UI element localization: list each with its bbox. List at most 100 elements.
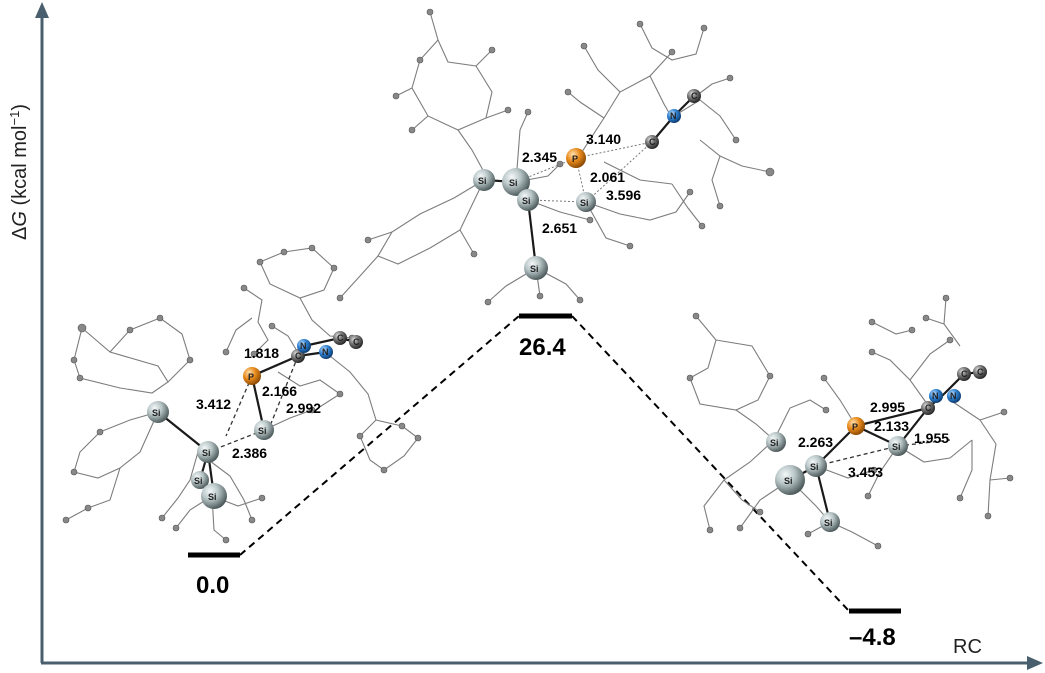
ts-si-atom [576,192,596,212]
reactant-n-label: N [300,341,307,351]
product-si-label: Si [810,462,819,472]
reactant-n-label: N [322,347,329,357]
reactant-si-label: Si [194,476,203,486]
ts-atoms: Si Si Si Si Si P C N C [473,89,701,280]
reactant-wireframe [65,247,419,541]
product-c-label: C [961,369,968,379]
ts-n-atom [667,109,681,123]
reactant-n-atom [297,339,311,353]
ts-si-label: Si [522,196,531,206]
ts-si-label: Si [580,198,589,208]
ts-p-label: P [572,154,578,164]
y-axis-label: ΔG (kcal mol−1) [7,104,31,240]
reactant-si-label: Si [208,492,217,502]
product-n-label: N [932,391,939,401]
ts-distance-label: 3.140 [586,131,621,147]
reactant-si-atom [191,471,209,489]
product-distance-label: 2.263 [798,434,833,450]
ts-si-label: Si [530,264,539,274]
product-structure: Si Si Si Si Si P C N N C C 2.995 2.133 2… [686,294,1014,550]
product-n-atom [929,389,943,403]
reactant-si-atom [147,401,169,423]
product-si-atom [820,512,840,532]
ts-si-atom [473,169,495,191]
product-c-label: C [925,403,932,413]
x-axis-arrowhead [1027,656,1043,670]
ts-si-label: Si [509,178,518,188]
product-si-label: Si [892,442,901,452]
energy-levels: 0.0 26.4 –4.8 [188,313,901,651]
axes: ΔG (kcal mol−1) RC [7,2,1043,670]
reactant-si-atom [201,483,227,509]
product-si-atom [805,455,827,477]
product-c-label: C [977,367,984,377]
connector-ts-product [571,315,850,612]
reactant-si-atom [197,441,219,463]
reactant-n-atom [319,345,333,359]
ts-dot-c-si [585,141,653,203]
product-si-label: Si [784,476,793,486]
product-si-atom [888,436,908,456]
product-bond-p-c [855,406,929,428]
reactant-c-label: C [337,333,344,343]
ts-n-label: N [670,111,677,121]
product-distance-label: 1.955 [914,430,949,446]
product-distance-label: 2.995 [870,399,905,415]
reactant-si-label: Si [258,426,267,436]
ts-h-nodes [336,8,775,306]
energy-label-ts: 26.4 [519,334,566,361]
connector-reactant-ts [239,315,520,556]
reactant-si-label: Si [152,408,161,418]
reactant-c-atom [333,331,347,345]
reactant-atoms: Si Si Si Si Si P C N N C C [147,331,363,509]
ts-c-label: C [649,137,656,147]
reactant-si-atom [254,420,274,440]
reactant-p-label: P [248,372,254,382]
reactant-distance-label: 2.992 [286,400,321,416]
product-dash-si-si [815,445,899,467]
ts-c-atom [645,135,659,149]
reactant-c-label: C [295,351,302,361]
ts-si-label: Si [478,176,487,186]
product-si-label: Si [824,518,833,528]
reactant-distance-label: 2.386 [232,445,267,461]
reactant-c-label: C [353,337,360,347]
reactant-distance-label: 2.166 [262,383,297,399]
product-n-label: N [950,391,957,401]
ts-p-atom [566,148,586,168]
product-c-atom [973,365,987,379]
ts-c-atom [687,89,701,103]
reactant-c-atom [349,335,363,349]
reactant-dash-c-si [269,355,299,427]
x-axis-label: RC [953,636,982,658]
reactant-dash-p-si [225,375,253,437]
ts-dot-p-c [575,141,653,159]
product-si-atom [766,432,786,452]
y-axis-arrowhead [35,2,49,18]
ts-si-atom [517,189,539,211]
product-c-atom [957,367,971,381]
energy-label-product: –4.8 [849,624,896,651]
product-distance-label: 2.133 [874,418,909,434]
product-si-atom [775,465,805,495]
product-n-atom [947,389,961,403]
reactant-si-label: Si [202,448,211,458]
reactant-distance-label: 1.818 [244,345,279,361]
reactant-distance-label: 3.412 [196,396,231,412]
ts-c-label: C [691,91,698,101]
reactant-bond-n-c-ring [303,336,357,348]
product-p-atom [847,417,865,435]
product-atoms: Si Si Si Si Si P C N N C C [766,365,987,532]
product-h-nodes [686,294,1014,550]
product-distance-label: 3.453 [848,464,883,480]
product-si-label: Si [770,438,779,448]
product-p-label: P [852,422,858,432]
ts-si-atom [502,168,530,196]
ts-si-atom [524,256,548,280]
energy-label-reactant: 0.0 [196,572,229,599]
ts-distance-label: 2.651 [542,220,577,236]
ts-distance-label: 2.345 [522,149,557,165]
reactant-structure: Si Si Si Si Si P C N N C C 1.818 3.412 2… [62,244,422,544]
ts-structure: Si Si Si Si Si P C N C 3.140 2.345 2.061… [336,8,775,306]
